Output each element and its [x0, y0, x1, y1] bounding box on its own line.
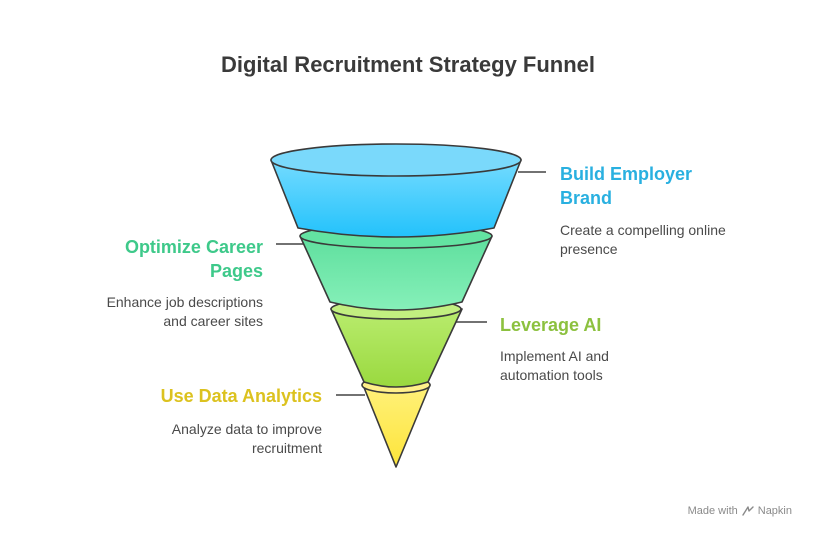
stage-desc-employer-brand: Create a compelling online presence: [560, 221, 770, 259]
napkin-logo-icon: [742, 505, 754, 517]
stage-label-line: Pages: [209, 261, 263, 281]
stage-desc-career-pages: Enhance job descriptions and career site…: [60, 293, 263, 331]
stage-label-employer-brand: Build Employer Brand: [560, 162, 760, 210]
stage-label-line: Brand: [560, 188, 613, 208]
stage-desc-line: recruitment: [251, 440, 322, 456]
stage-desc-line: presence: [560, 241, 618, 257]
napkin-watermark[interactable]: Made with Napkin: [688, 505, 792, 517]
funnel-stage-employer-brand: [270, 143, 522, 238]
watermark-prefix: Made with: [687, 505, 738, 517]
stage-label-data-analytics: Use Data Analytics: [100, 384, 322, 408]
funnel-stage-data-analytics: [361, 376, 431, 468]
stage-desc-line: Analyze data to improve: [171, 421, 322, 437]
stage-desc-leverage-ai: Implement AI and automation tools: [500, 347, 700, 385]
stage-desc-line: Enhance job descriptions: [106, 294, 263, 310]
stage-label-line: Leverage AI: [500, 315, 602, 335]
stage-label-line: Optimize Career: [124, 237, 263, 257]
stage-desc-line: Implement AI and: [500, 348, 609, 364]
funnel-stage-leverage-ai: [330, 298, 463, 388]
page-title: Digital Recruitment Strategy Funnel: [220, 52, 596, 77]
stage-desc-line: automation tools: [500, 367, 603, 383]
stage-label-leverage-ai: Leverage AI: [500, 313, 700, 337]
stage-desc-line: Create a compelling online: [560, 222, 726, 238]
stage-label-career-pages: Optimize Career Pages: [80, 235, 263, 283]
stage-desc-line: and career sites: [163, 313, 263, 329]
stage-label-line: Use Data Analytics: [160, 386, 322, 406]
stage-desc-data-analytics: Analyze data to improve recruitment: [100, 420, 322, 458]
watermark-brand: Napkin: [757, 505, 792, 517]
stage-label-line: Build Employer: [560, 164, 693, 184]
